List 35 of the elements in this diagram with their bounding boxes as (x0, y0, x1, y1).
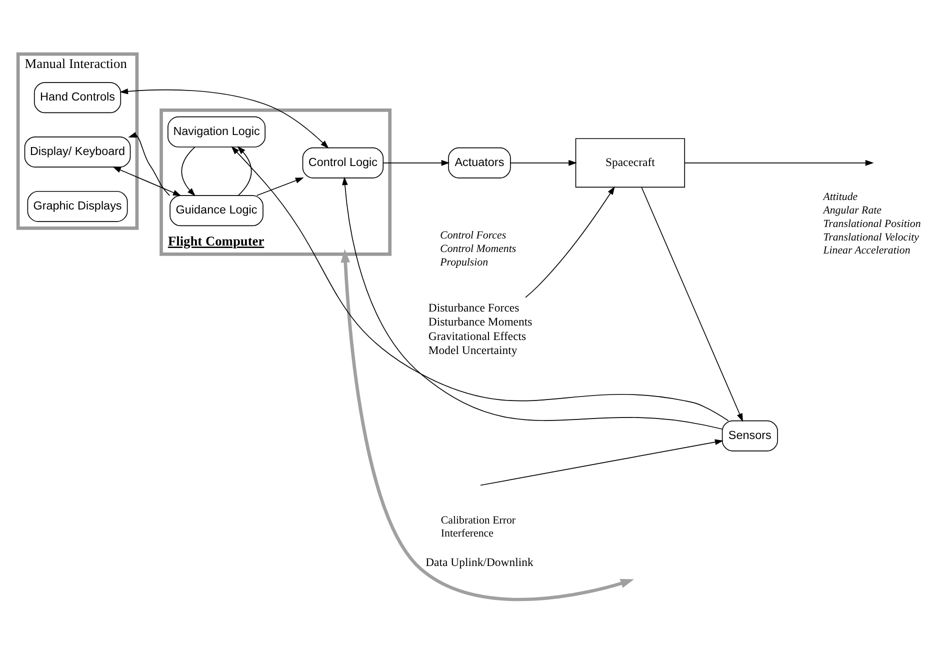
arrow (120, 88, 329, 149)
node-box: Actuators (448, 147, 511, 178)
arrow (256, 178, 304, 196)
arrow (525, 186, 615, 298)
label: Attitude (823, 191, 858, 204)
node-box: Control Logic (302, 147, 384, 178)
arrow (231, 146, 729, 422)
arrow (510, 160, 577, 166)
label: Interference (440, 528, 494, 540)
label: Calibration Error (440, 514, 516, 526)
node-text: Disturbance Forces Disturbance Moments Gravitational Effects Model Uncertainty (428, 301, 532, 357)
label: Angular Rate (823, 204, 882, 216)
node-box: Spacecraft (575, 138, 686, 188)
node-box: Graphic Displays (27, 190, 128, 222)
node-box: Hand Controls (34, 82, 122, 114)
arrow (480, 439, 724, 486)
arrow (112, 166, 182, 196)
arrow (641, 186, 744, 422)
node-label: Control Forces (440, 230, 506, 242)
arrow (181, 146, 196, 196)
arrow (128, 132, 170, 196)
edge-label: Data Uplink/Downlink (426, 556, 534, 569)
arrow (237, 146, 252, 196)
node-box: Navigation Logic (168, 116, 266, 148)
arrow (340, 249, 634, 602)
label: Linear Acceleration (823, 244, 910, 257)
node-box: Guidance Logic (170, 195, 264, 226)
node-box: Sensors (722, 420, 778, 452)
node-box: Display/ Keyboard (24, 136, 131, 168)
node-label: Propulsion (440, 256, 488, 268)
label: Translational Position (823, 218, 921, 230)
node-label: Control Moments (440, 243, 516, 256)
arrow (382, 160, 450, 166)
arrow (342, 176, 723, 430)
label: Translational Velocity (823, 231, 919, 244)
